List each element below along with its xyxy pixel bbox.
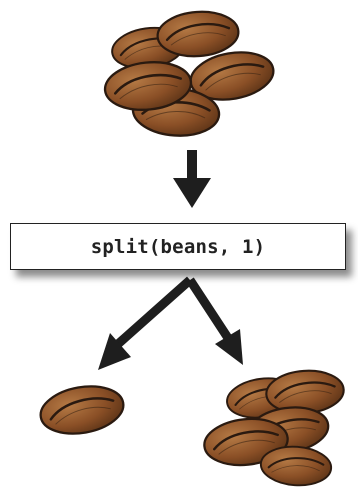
down-arrow-icon	[173, 150, 211, 208]
branch-arrows-icon	[98, 276, 243, 370]
coffee-bean-pile-icon	[200, 367, 347, 489]
operation-label: split(beans, 1)	[90, 235, 266, 258]
coffee-bean-pile-icon	[101, 7, 279, 140]
operation-label-box: split(beans, 1)	[10, 223, 346, 270]
coffee-bean-icon	[35, 379, 129, 441]
